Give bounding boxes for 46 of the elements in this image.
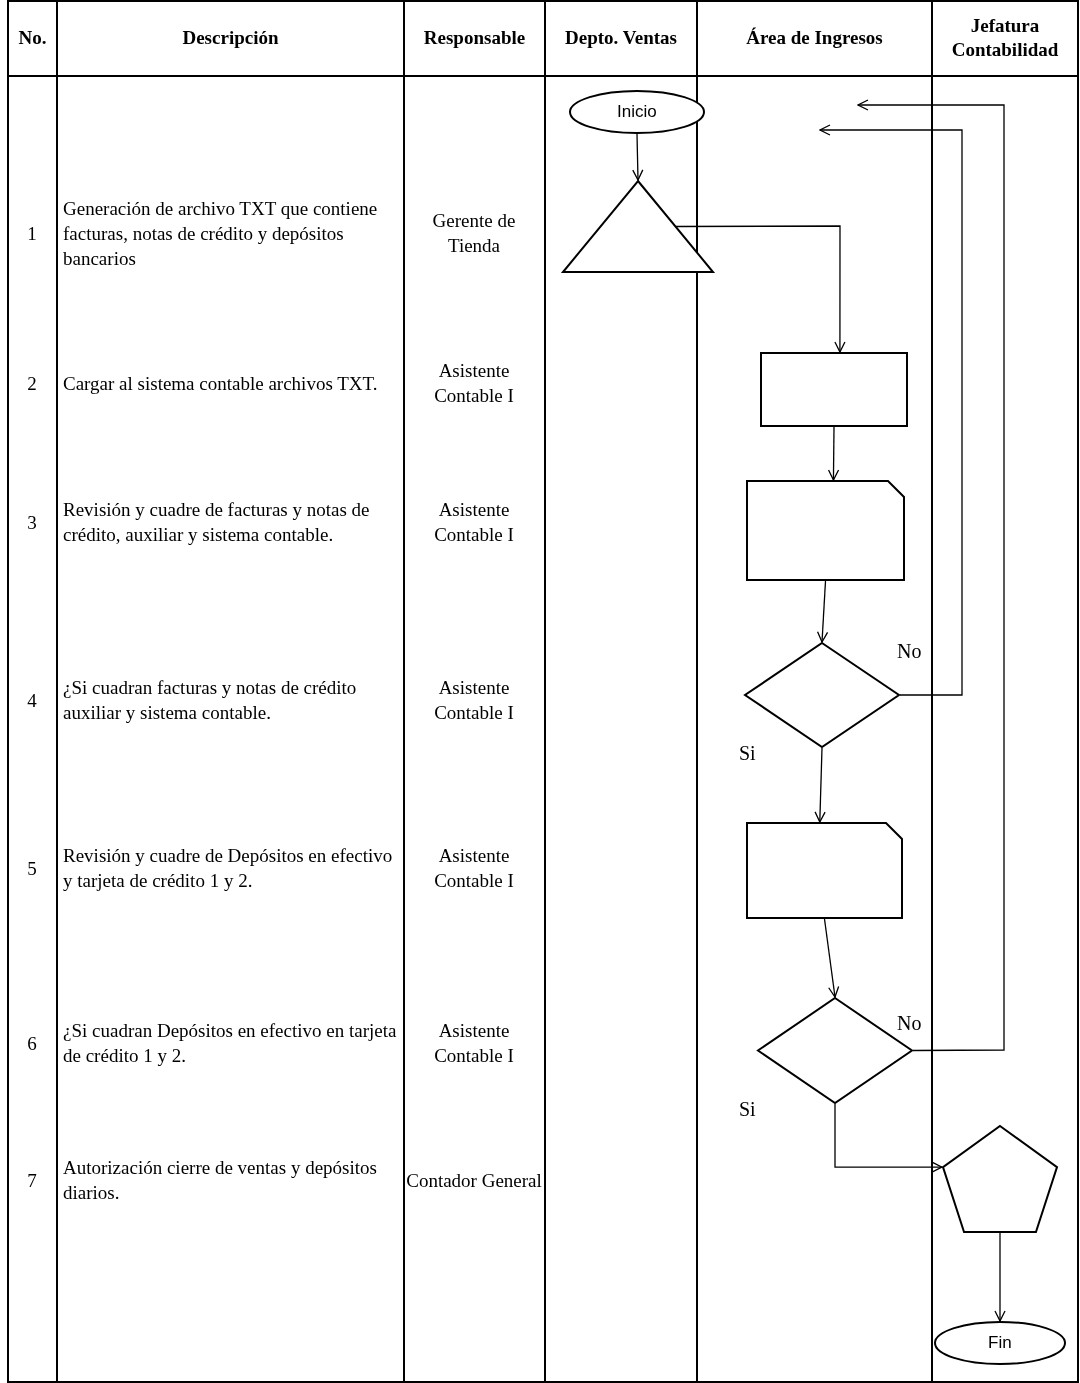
arrow	[632, 133, 644, 181]
node-text: Inicio	[617, 102, 657, 122]
responsible-role: Contador General	[406, 1168, 542, 1193]
step-description: ¿Si cuadran facturas y notas de crédito auxiliar y sistema contable.	[63, 676, 358, 725]
arrow	[819, 124, 963, 696]
terminator-oval	[934, 1321, 1066, 1365]
step-number: 4	[26, 688, 38, 713]
node-text: Fin	[988, 1333, 1012, 1353]
step-description: Revisión y cuadre de Depósitos en efectivo y tarjeta de crédito 1 y 2.	[63, 844, 394, 893]
responsible-role: Gerente de Tienda	[431, 209, 517, 258]
step-number: 2	[26, 371, 38, 396]
process-box	[760, 352, 908, 427]
responsible-role: Asistente Contable I	[433, 359, 515, 408]
arrow	[823, 918, 840, 998]
column-header: Responsable	[422, 26, 527, 50]
step-description: ¿Si cuadran Depósitos en efectivo en tarjeta de crédito 1 y 2.	[63, 1019, 398, 1068]
document-shape	[746, 480, 905, 581]
column-header: Descripción	[181, 26, 280, 50]
responsible-role: Asistente Contable I	[433, 498, 515, 547]
arrow	[827, 426, 840, 481]
column-header: No.	[17, 26, 48, 50]
step-number: 5	[26, 856, 38, 881]
step-description: Cargar al sistema contable archivos TXT.	[63, 371, 379, 396]
step-number: 1	[26, 221, 38, 246]
arrow	[675, 225, 846, 353]
step-description: Revisión y cuadre de facturas y notas de crédito, auxiliar y sistema contable.	[63, 498, 371, 547]
step-number: 3	[26, 510, 38, 535]
terminator-oval	[569, 90, 705, 134]
arrow	[816, 580, 829, 643]
arrow	[994, 1232, 1006, 1322]
arrow	[834, 1103, 943, 1173]
responsible-role: Asistente Contable I	[433, 844, 515, 893]
responsible-role: Asistente Contable I	[433, 676, 515, 725]
lane-header: Jefatura Contabilidad	[950, 14, 1060, 62]
step-number: 6	[26, 1031, 38, 1056]
document-shape	[746, 822, 903, 919]
arrow	[857, 99, 1005, 1052]
lane-header: Área de Ingresos	[745, 26, 884, 50]
arrow	[814, 747, 826, 823]
lane-header: Depto. Ventas	[564, 26, 678, 50]
step-number: 7	[26, 1168, 38, 1193]
step-description: Autorización cierre de ventas y depósitos diarios.	[63, 1156, 378, 1205]
step-description: Generación de archivo TXT que contiene facturas, notas de crédito y depósitos bancarios	[63, 196, 379, 271]
responsible-role: Asistente Contable I	[433, 1019, 515, 1068]
pentagon-shape	[942, 1125, 1058, 1233]
start-triangle	[562, 180, 714, 273]
